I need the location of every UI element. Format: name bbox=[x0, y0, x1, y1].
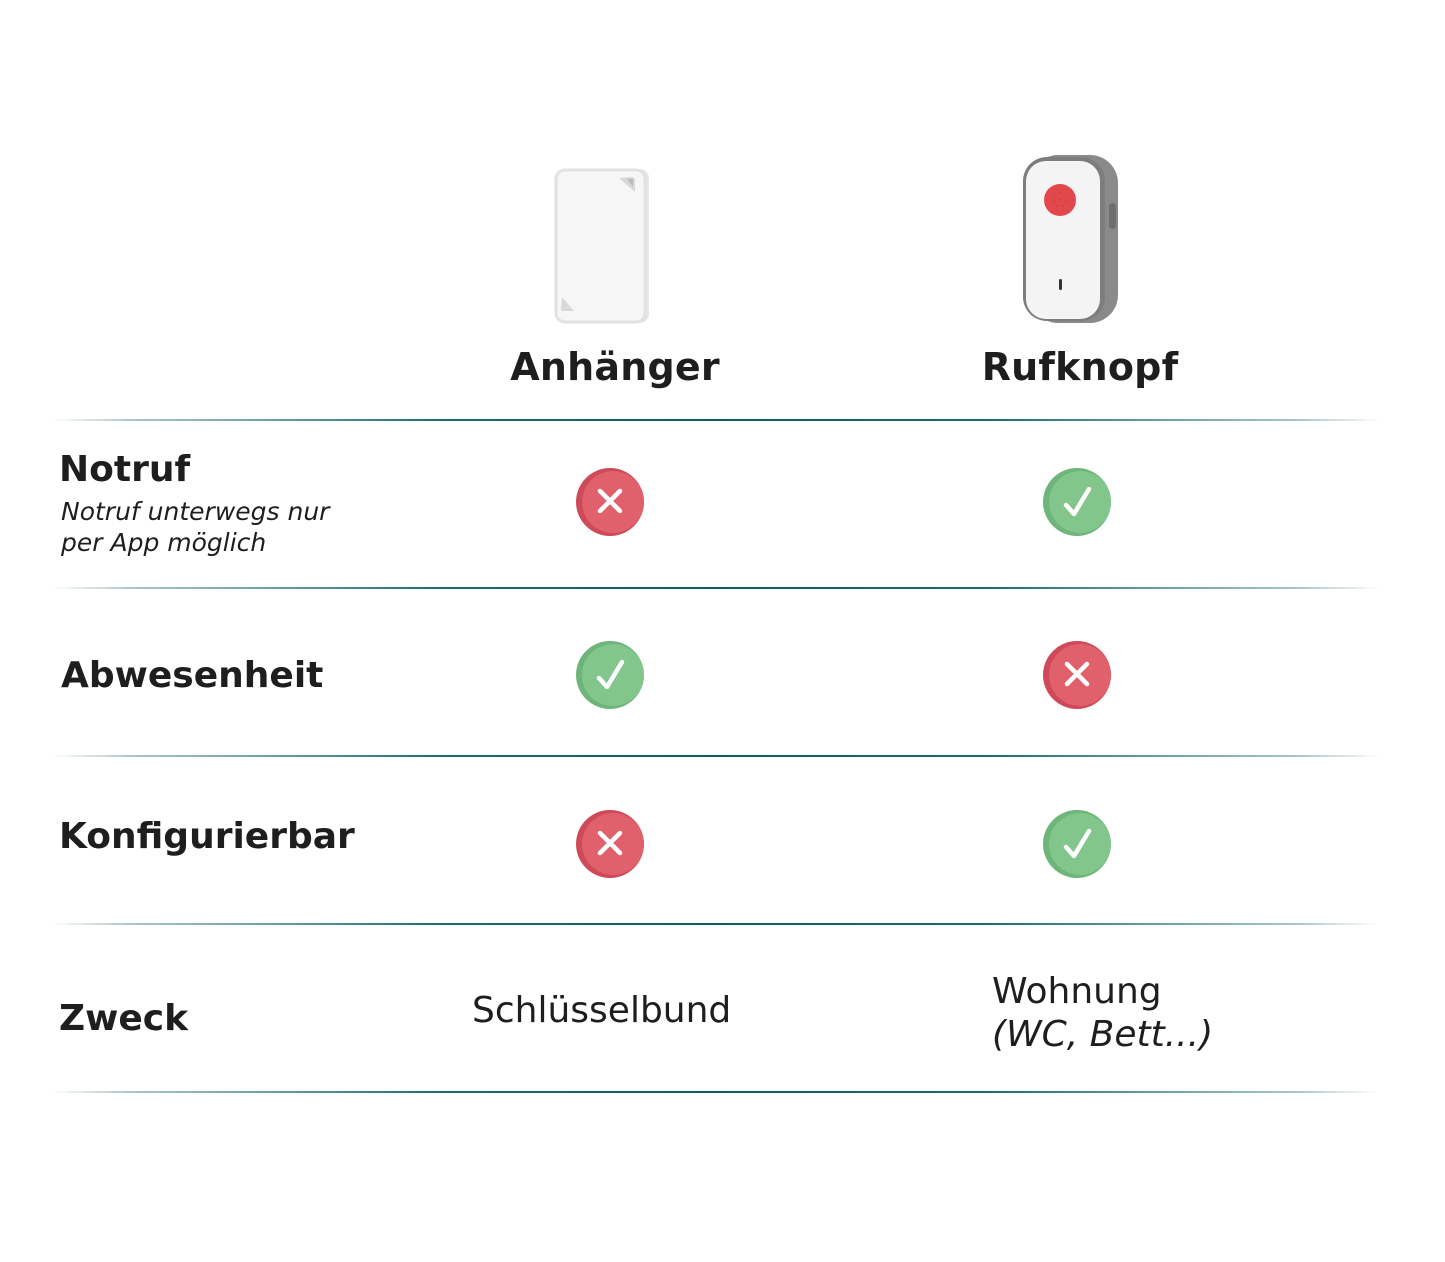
row-sublabel-line: Notruf unterwegs nur bbox=[61, 497, 330, 526]
row-label-zweck: Zweck bbox=[59, 998, 189, 1039]
divider bbox=[50, 1091, 1378, 1093]
tag-pendant-icon bbox=[553, 165, 653, 327]
x-circle-icon bbox=[1042, 640, 1112, 710]
check-circle-icon bbox=[1042, 467, 1112, 537]
check-circle-icon bbox=[1042, 809, 1112, 879]
cell-zweck-anhaenger: Schlüsselbund bbox=[472, 990, 732, 1031]
row-label-abwesenheit: Abwesenheit bbox=[61, 655, 324, 696]
call-button-icon bbox=[1020, 153, 1120, 325]
cell-zweck-rufknopf-detail: (WC, Bett...) bbox=[992, 1014, 1214, 1055]
check-circle-icon bbox=[575, 640, 645, 710]
divider bbox=[52, 755, 1380, 757]
row-label-konfigurierbar: Konfigurierbar bbox=[59, 816, 355, 857]
row-sublabel-notruf: Notruf unterwegs nur per App möglich bbox=[61, 496, 381, 558]
cell-zweck-rufknopf: Wohnung bbox=[992, 971, 1162, 1012]
divider bbox=[52, 587, 1380, 589]
x-circle-icon bbox=[575, 809, 645, 879]
column-title-anhaenger: Anhänger bbox=[510, 345, 720, 389]
x-circle-icon bbox=[575, 467, 645, 537]
column-title-rufknopf: Rufknopf bbox=[981, 345, 1179, 389]
divider bbox=[50, 923, 1378, 925]
divider bbox=[52, 419, 1380, 421]
row-label-notruf: Notruf bbox=[59, 449, 191, 490]
row-sublabel-line: per App möglich bbox=[61, 528, 267, 557]
